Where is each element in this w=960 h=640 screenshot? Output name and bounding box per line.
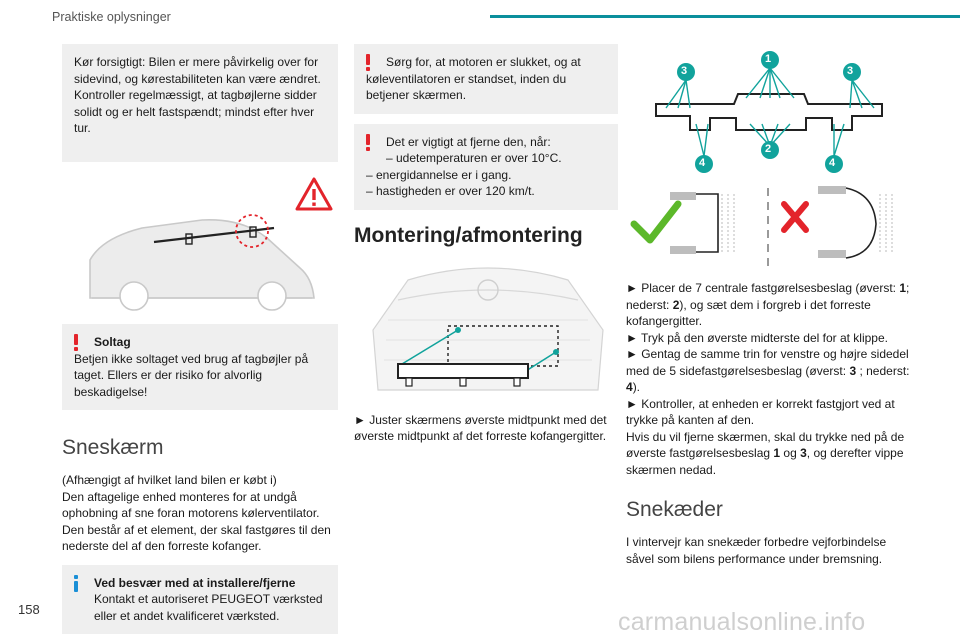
column-middle: Sørg for, at motoren er slukket, og at k… [348, 44, 618, 445]
removal-intro: Det er vigtigt at fjerne den, når: [386, 134, 551, 149]
removal-item-3: – hastigheden er over 120 km/t. [366, 184, 535, 198]
engine-warning-text: Sørg for, at motoren er slukket, og at k… [366, 55, 581, 102]
warning-triangle-icon [295, 177, 333, 211]
running-header: Praktiske oplysninger [52, 10, 171, 24]
step-press-middle: ► Tryk på den øverste midterste del for … [626, 330, 888, 345]
clip-label-4-right: 4 [829, 157, 836, 169]
step-align-text: ► Juster skærmens øverste midtpunkt med … [354, 412, 607, 444]
step-check-fit: ► Kontroller, at enheden er korrekt fast… [626, 396, 895, 428]
info-box: Ved besvær med at installere/fjerne Kont… [62, 564, 338, 634]
roof-bar-illustration [62, 168, 338, 318]
car-roof-diagram [89, 214, 315, 311]
sneskaerm-p1: (Afhængigt af hvilket land bilen er købt… [62, 473, 277, 487]
clip-position-diagram: 1 2 3 3 4 4 [626, 44, 916, 174]
section-title-sneskaerm: Sneskærm [62, 436, 164, 459]
step-repeat-sides: ► Gentag de samme trin for venstre og hø… [626, 347, 910, 394]
column-right: 1 2 3 3 4 4 ► Placer de 7 centrale fastg… [626, 44, 916, 567]
caution-text-2: Kontroller regelmæssigt, at tagbøjlerne … [74, 88, 317, 135]
cross-icon [781, 201, 809, 233]
sneskaerm-p2: Den aftagelige enhed monteres for at und… [62, 489, 320, 521]
info-text: Kontakt et autoriseret PEUGEOT værksted … [94, 592, 323, 623]
sunroof-title: Soltag [94, 335, 131, 349]
section-title-snekaeder: Snekæder [626, 498, 723, 521]
correct-incorrect-diagram [626, 184, 916, 268]
sunroof-text: Betjen ikke soltaget ved brug af tagbøjl… [74, 351, 309, 399]
clip-layout-diagram [655, 51, 883, 173]
info-icon [74, 574, 78, 592]
warning-icon [74, 334, 78, 351]
engine-warning-box: Sørg for, at motoren er slukket, og at k… [354, 44, 618, 114]
sunroof-warning-box: Soltag Betjen ikke soltaget ved brug af … [62, 324, 338, 410]
clip-label-3-right: 3 [847, 65, 854, 77]
header-accent-bar [490, 15, 960, 18]
caution-text-1: Kør forsigtigt: Bilen er mere påvirkelig… [74, 55, 321, 86]
column-left: Kør forsigtigt: Bilen er mere påvirkelig… [62, 44, 338, 634]
section-title-montering: Montering/afmontering [354, 223, 583, 247]
sneskaerm-p3: Den består af et element, der skal fastg… [62, 522, 331, 554]
caution-box: Kør forsigtigt: Bilen er mere påvirkelig… [62, 44, 338, 162]
watermark: carmanualsonline.info [618, 608, 866, 636]
warning-icon [366, 133, 370, 151]
page-number: 158 [18, 602, 40, 617]
removal-item-1: – udetemperaturen er over 10°C. [386, 151, 562, 165]
info-title: Ved besvær med at installere/fjerne [94, 575, 296, 590]
front-grille-diagram [372, 266, 604, 391]
warning-icon [366, 54, 370, 71]
step-list: ► Placer de 7 centrale fastgørelsesbesla… [626, 280, 916, 478]
grille-illustration [368, 260, 618, 400]
snekaeder-text: I vintervejr kan snekæder forbedre vejfo… [626, 535, 887, 566]
removal-item-2: – energidannelse er i gang. [366, 167, 512, 182]
step-place-clips: ► Placer de 7 centrale fastgørelsesbesla… [626, 281, 910, 328]
step-remove: Hvis du vil fjerne skærmen, skal du tryk… [626, 429, 905, 477]
check-icon [630, 200, 682, 244]
clip-fitting-diagram [630, 186, 893, 266]
clip-label-3-left: 3 [681, 65, 688, 77]
clip-label-2: 2 [765, 143, 772, 155]
removal-warning-box: Det er vigtigt at fjerne den, når: – ude… [354, 123, 618, 210]
clip-label-1: 1 [765, 53, 772, 65]
clip-label-4-left: 4 [699, 157, 706, 169]
